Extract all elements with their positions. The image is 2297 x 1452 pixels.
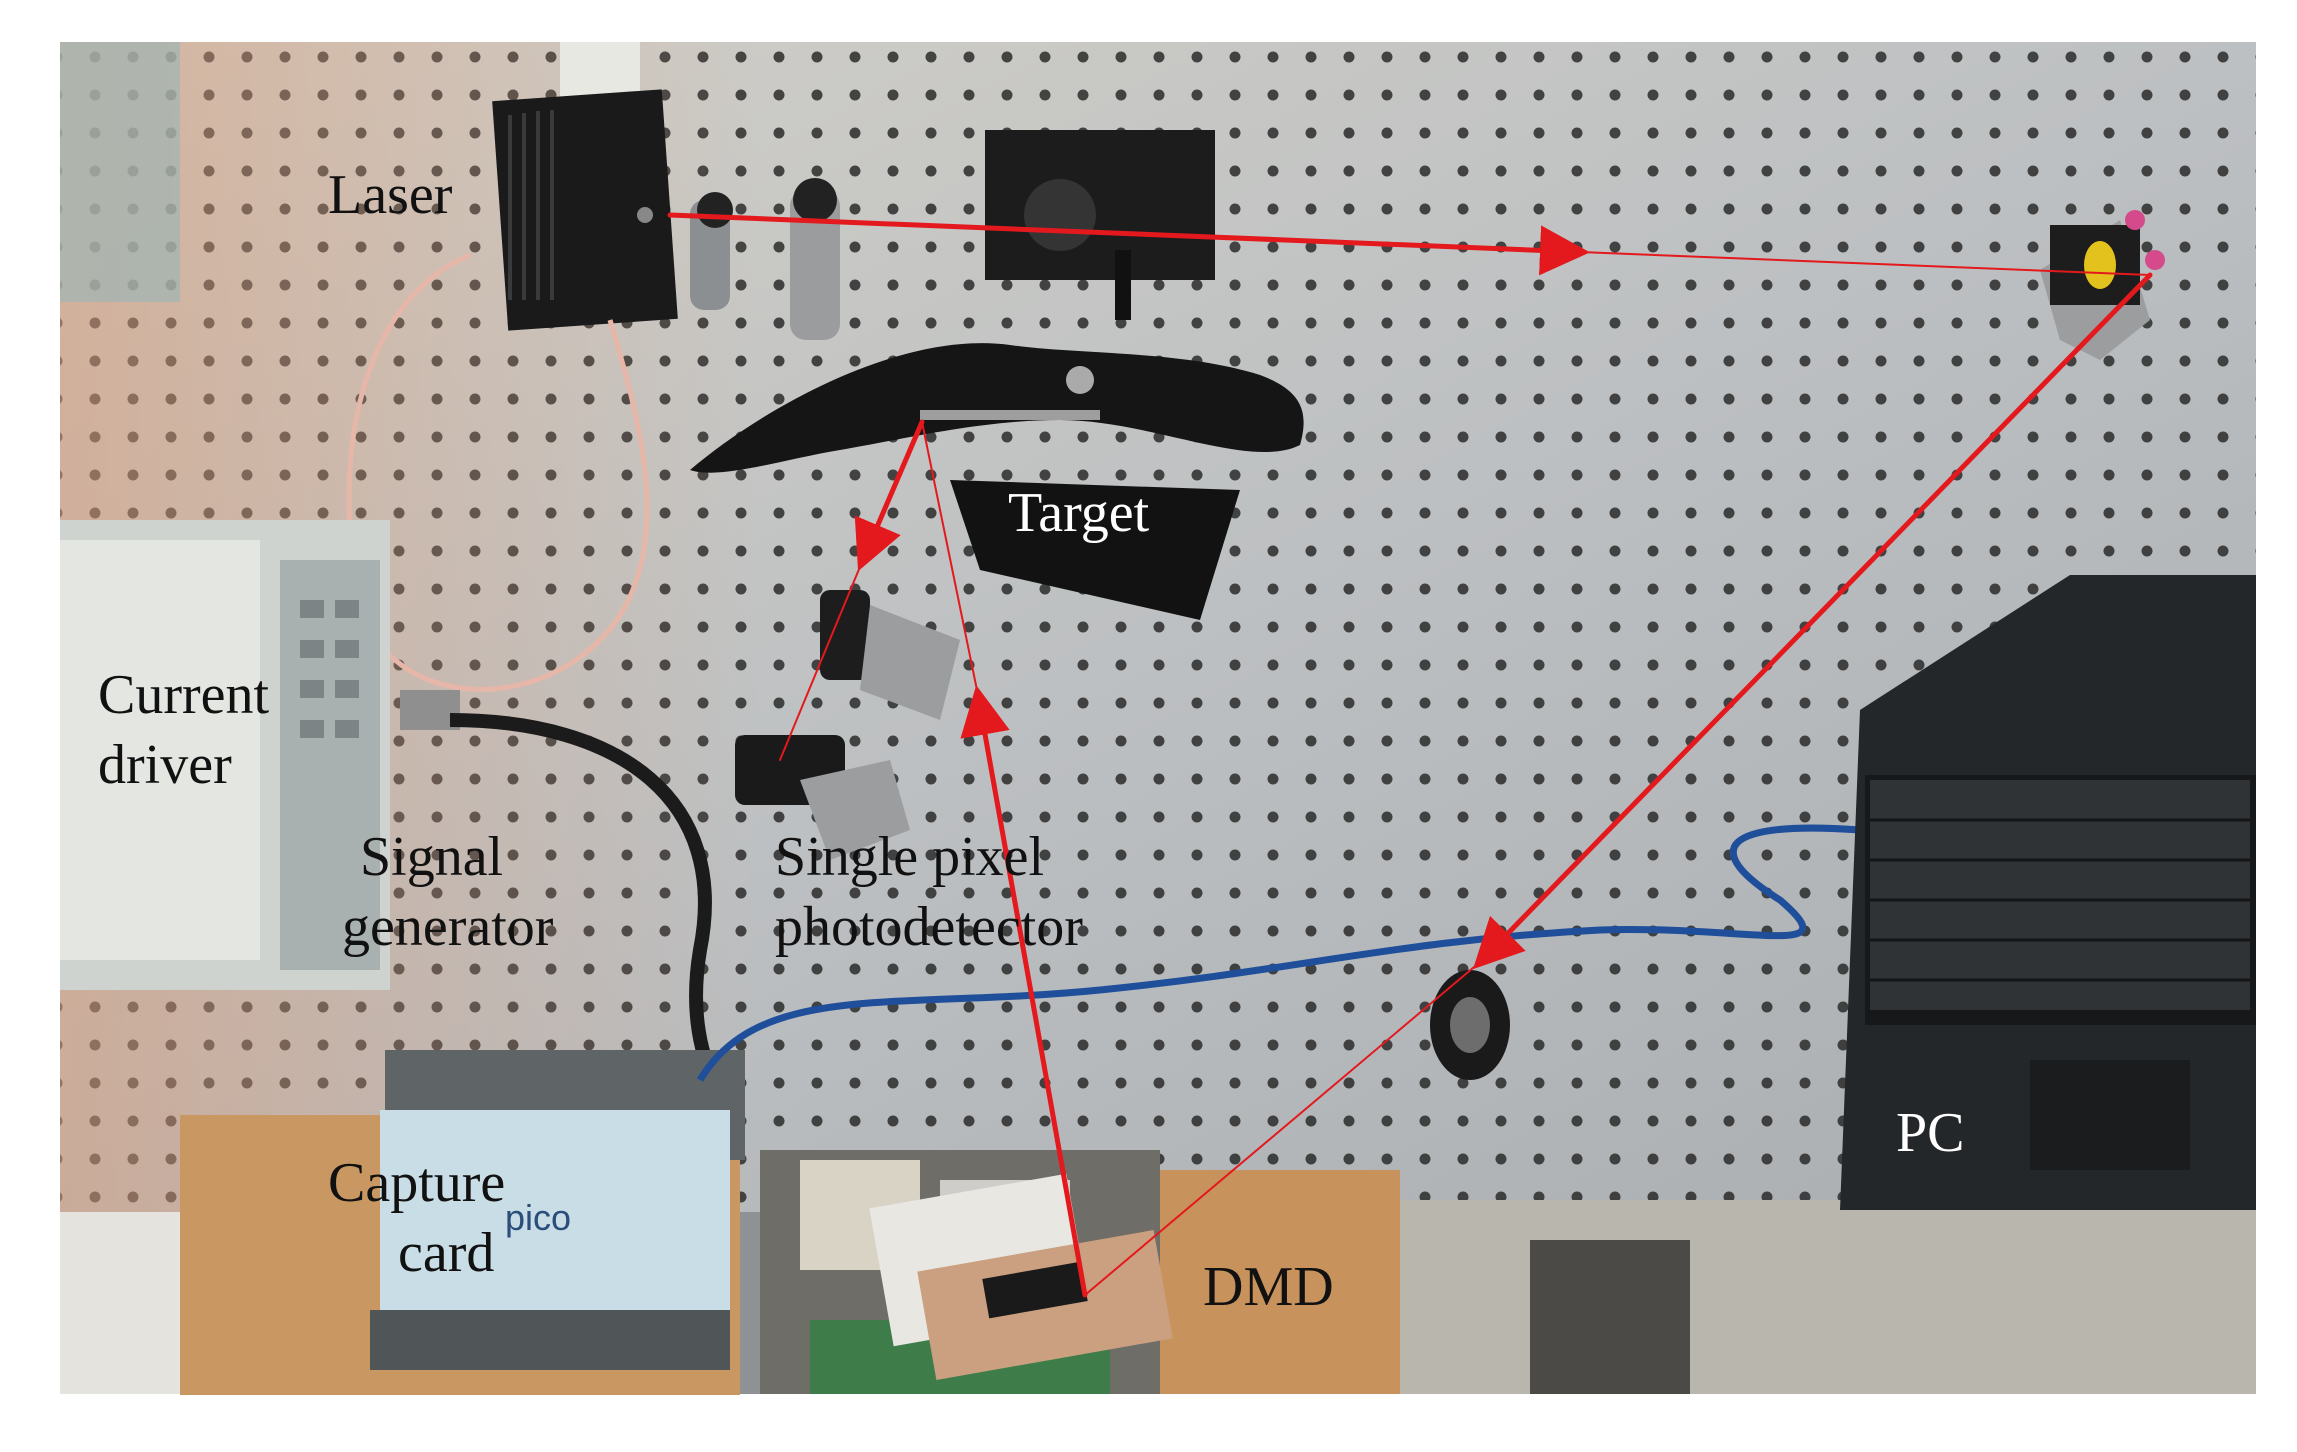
label-capture-card-line1: Capture: [328, 1152, 506, 1214]
label-current-driver-line1: Current: [98, 664, 270, 726]
label-signal-generator: Signal generator: [342, 822, 553, 962]
label-photodetector-line2: photodetector: [775, 896, 1083, 958]
label-dmd: DMD: [1203, 1256, 1334, 1318]
beam-target-to-detector-thick: [854, 419, 925, 572]
beam-lens-to-dmd-thin: [1084, 961, 1481, 1296]
signal-generator-device: [60, 520, 460, 990]
beam-dmd-to-target-thick: [960, 685, 1088, 1298]
laser-device: [492, 89, 678, 331]
label-photodetector: Single pixel photodetector: [775, 822, 1083, 962]
beam-dmd-to-target-thin: [921, 421, 979, 696]
label-current-driver: Current driver: [98, 660, 269, 800]
label-signal-generator-line1: Signal: [360, 826, 504, 888]
label-capture-card-line2: card: [398, 1222, 495, 1284]
capture-card-logo: pico: [505, 1197, 571, 1238]
label-target: Target: [1008, 482, 1150, 544]
label-laser: Laser: [328, 164, 453, 226]
beam-laser-to-mirror-thin: [1579, 251, 2151, 276]
lens-mount: [690, 178, 840, 340]
label-current-driver-line2: driver: [98, 734, 232, 796]
label-pc: PC: [1896, 1102, 1965, 1164]
target-object: [690, 343, 1304, 620]
photodetector-device: [735, 590, 960, 860]
background-clutter: [60, 42, 180, 302]
signal-cable: [449, 713, 726, 1094]
laser-cable: [346, 252, 650, 692]
capture-card-device: pico: [370, 1050, 745, 1370]
beam-target-to-detector-thin: [779, 561, 863, 761]
laser-beam-paths: [667, 212, 2153, 1298]
mirror-mount: [2040, 210, 2165, 360]
translation-stage: [985, 130, 1215, 320]
label-photodetector-line1: Single pixel: [775, 826, 1045, 888]
laptop-pc: [1840, 575, 2256, 1210]
beam-laser-to-mirror-thick: [667, 212, 1590, 276]
dmd-device: [869, 1173, 1173, 1381]
label-signal-generator-line2: generator: [342, 896, 554, 958]
beam-mirror-to-lens-thick: [1473, 272, 2153, 970]
label-capture-card: Capture card: [328, 1148, 505, 1288]
lens-holder: [1430, 970, 1510, 1080]
